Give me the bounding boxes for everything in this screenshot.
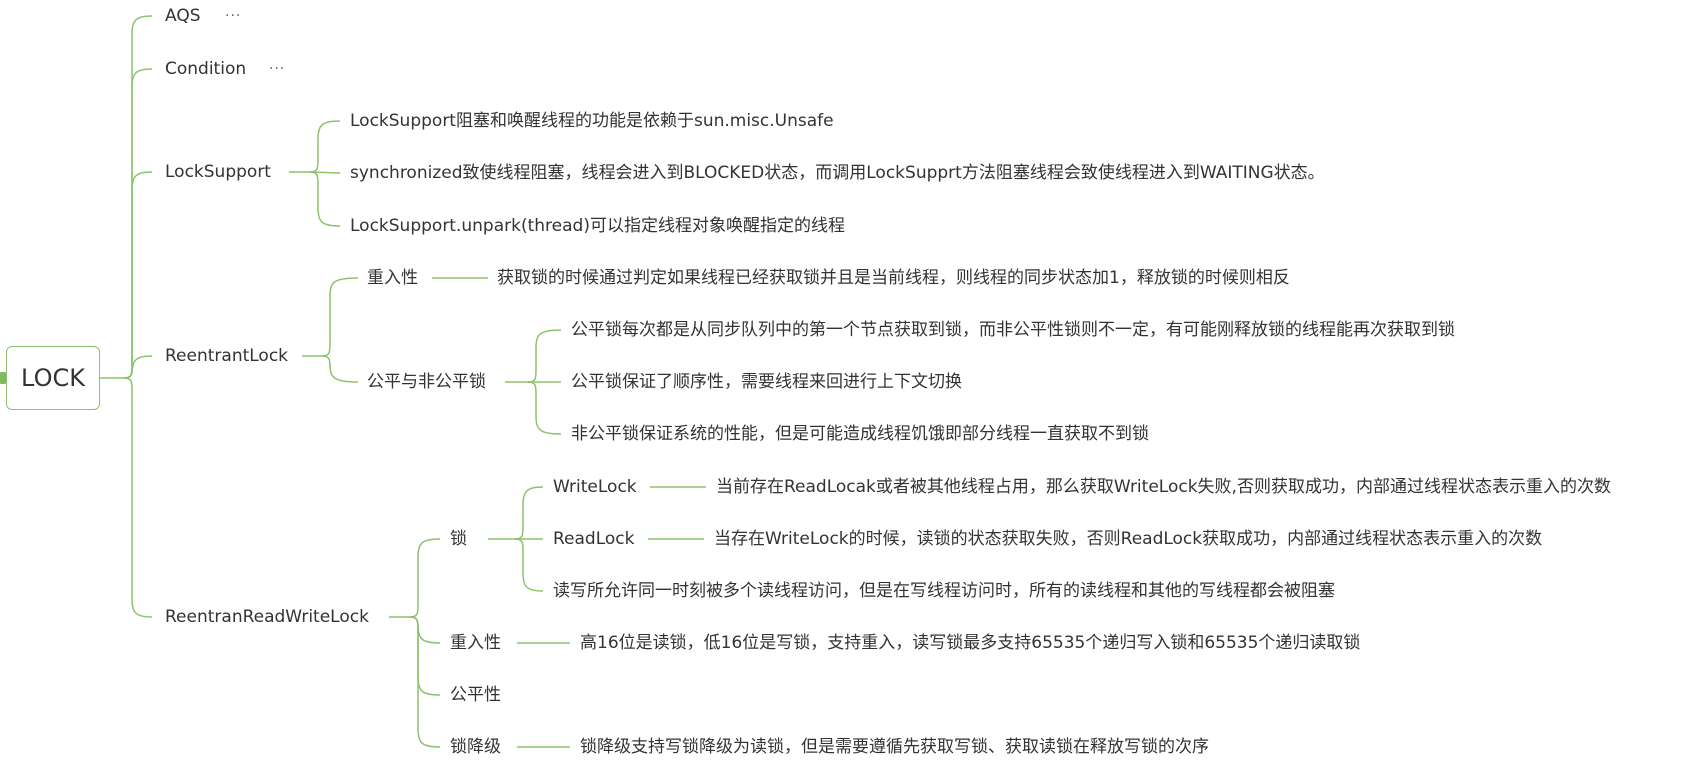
- rrwl-lock-connector: [514, 486, 544, 540]
- locksupport-item[interactable]: LockSupport.unpark(thread)可以指定线程对象唤醒指定的线…: [350, 216, 845, 236]
- fairness-connector: [527, 329, 562, 383]
- reentrantlock-fairness[interactable]: 公平与非公平锁: [367, 372, 486, 392]
- reentrantlock-connector: [321, 277, 359, 357]
- root-connector: [123, 171, 153, 379]
- root-connector: [123, 68, 153, 379]
- locksupport-item[interactable]: synchronized致使线程阻塞，线程会进入到BLOCKED状态，而调用Lo…: [350, 163, 1325, 183]
- rrwl-lock[interactable]: 锁: [450, 529, 467, 549]
- locksupport-connector: [309, 171, 341, 227]
- rrwl-lock-connector: [514, 538, 544, 592]
- rrwl-connector: [409, 538, 441, 618]
- reentrantlock-reentrancy[interactable]: 重入性: [367, 268, 418, 288]
- node-reentrantlock[interactable]: ReentrantLock: [165, 346, 289, 366]
- root-connector: [123, 15, 153, 379]
- expand-condition-icon[interactable]: ···: [269, 61, 286, 77]
- fairness-item[interactable]: 公平锁保证了顺序性，需要线程来回进行上下文切换: [571, 372, 962, 392]
- rrwl-writelock-detail[interactable]: 当前存在ReadLocak或者被其他线程占用，那么获取WriteLock失败,否…: [716, 477, 1611, 497]
- root-collapse-handle[interactable]: [0, 372, 6, 384]
- root-connector: [123, 355, 153, 379]
- node-aqs[interactable]: AQS: [165, 6, 201, 26]
- locksupport-connector: [309, 120, 341, 173]
- rrwl-downgrade-detail[interactable]: 锁降级支持写锁降级为读锁，但是需要遵循先获取写锁、获取读锁在释放写锁的次序: [580, 737, 1209, 757]
- root-connector: [123, 377, 153, 618]
- fairness-connector: [527, 381, 562, 435]
- locksupport-item[interactable]: LockSupport阻塞和唤醒线程的功能是依赖于sun.misc.Unsafe: [350, 111, 834, 131]
- node-locksupport[interactable]: LockSupport: [165, 162, 271, 182]
- fairness-item[interactable]: 公平锁每次都是从同步队列中的第一个节点获取到锁，而非公平性锁则不一定，有可能刚释…: [571, 320, 1455, 340]
- rrwl-downgrade[interactable]: 锁降级: [450, 737, 501, 757]
- root-node[interactable]: LOCK: [6, 346, 100, 410]
- reentrantlock-reentrancy-detail[interactable]: 获取锁的时候通过判定如果线程已经获取锁并且是当前线程，则线程的同步状态加1，释放…: [497, 268, 1290, 288]
- rrwl-readlock-detail[interactable]: 当存在WriteLock的时候，读锁的状态获取失败，否则ReadLock获取成功…: [714, 529, 1543, 549]
- rrwl-reentrancy[interactable]: 重入性: [450, 633, 501, 653]
- rrwl-connector: [409, 616, 441, 696]
- rrwl-writelock[interactable]: WriteLock: [553, 477, 637, 497]
- rrwl-connector: [409, 616, 441, 644]
- rrwl-fairness[interactable]: 公平性: [450, 685, 501, 705]
- rrwl-readlock[interactable]: ReadLock: [553, 529, 635, 549]
- fairness-item[interactable]: 非公平锁保证系统的性能，但是可能造成线程饥饿即部分线程一直获取不到锁: [571, 424, 1149, 444]
- node-reentranreadwritelock[interactable]: ReentranReadWriteLock: [165, 607, 369, 627]
- rrwl-shared-note[interactable]: 读写所允许同一时刻被多个读线程访问，但是在写线程访问时，所有的读线程和其他的写线…: [553, 581, 1335, 601]
- root-label: LOCK: [21, 364, 85, 392]
- rrwl-reentrancy-detail[interactable]: 高16位是读锁，低16位是写锁，支持重入，读写锁最多支持65535个递归写入锁和…: [580, 633, 1361, 653]
- rrwl-connector: [409, 616, 441, 748]
- reentrantlock-connector: [321, 355, 359, 383]
- expand-aqs-icon[interactable]: ···: [225, 8, 242, 24]
- node-condition[interactable]: Condition: [165, 59, 247, 79]
